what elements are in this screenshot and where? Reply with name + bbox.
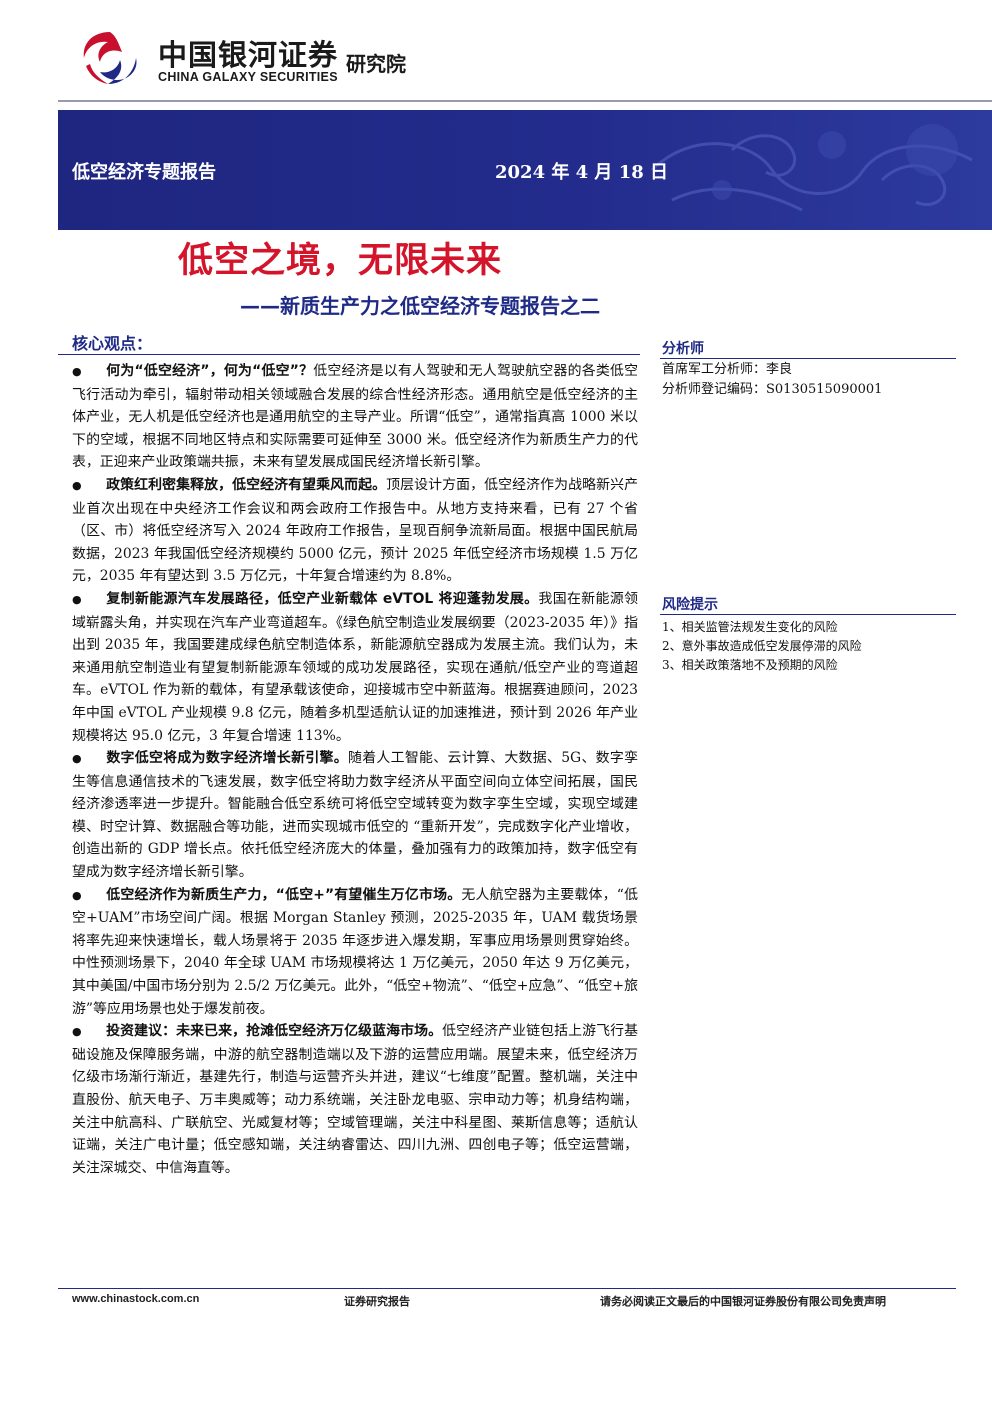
footer-website-link[interactable]: www.chinastock.com.cn [72,1293,200,1305]
risk-item: 2、意外事故造成低空发展停滞的风险 [662,639,862,653]
logo-name-cn: 中国银河证券 [158,38,339,72]
cloud-pattern-icon [650,124,973,212]
banner-top-rule [58,100,992,102]
core-view-heading: 核心观点： [72,334,153,353]
bullet-icon: ● [72,592,82,606]
core-point-text: 无人航空器为主要载体，“低空+UAM”市场空间广阔。根据 Morgan Stan… [72,886,638,1017]
report-subtitle: ——新质生产力之低空经济专题报告之二 [240,294,600,318]
risk-item: 1、相关监管法规发生变化的风险 [662,620,838,634]
core-point: ● 低空经济作为新质生产力，“低空+”有望催生万亿市场。无人航空器为主要载体，“低… [72,884,638,1021]
core-point-text: 随着人工智能、云计算、大数据、5G、数字孪生等信息通信技术的飞速发展，数字低空将… [72,750,638,881]
core-point-lead: 投资建议：未来已来，抢滩低空经济万亿级蓝海市场。 [106,1023,443,1040]
core-view-rule [58,354,640,355]
analyst-heading: 分析师 [662,341,704,357]
core-point-lead: 政策红利密集释放，低空经济有望乘风而起。 [106,476,387,493]
risk-heading: 风险提示 [662,597,718,613]
risk-rule [660,614,956,615]
core-point: ● 投资建议：未来已来，抢滩低空经济万亿级蓝海市场。低空经济产业链包括上游飞行基础… [72,1020,638,1179]
company-logo: 中国银河证券 CHINA GALAXY SECURITIES 研究院 [78,28,438,88]
core-point-text: 低空经济是以有人驾驶和无人驾驶航空器的各类低空飞行活动为牵引，辐射带动相关领域融… [72,363,638,471]
footer-report-label: 证券研究报告 [344,1295,410,1308]
core-point-text: 我国在新能源领域崭露头角，并实现在汽车产业弯道超车。《绿色航空制造业发展纲要（2… [72,590,638,744]
core-point: ● 数字低空将成为数字经济增长新引擎。随着人工智能、云计算、大数据、5G、数字孪生… [72,747,638,884]
risk-item: 3、相关政策落地不及预期的风险 [662,658,838,672]
analyst-license: 分析师登记编码：S0130515090001 [662,382,883,397]
bullet-icon: ● [72,888,82,902]
core-point-lead: 复制新能源汽车发展路径，低空产业新载体 eVTOL 将迎蓬勃发展。 [106,590,539,607]
core-point-lead: 何为“低空经济”，何为“低空”？ [106,363,314,379]
report-main-title: 低空之境，无限未来 [178,241,503,281]
bullet-icon: ● [72,752,82,766]
core-point: ● 何为“低空经济”，何为“低空”？低空经济是以有人驾驶和无人驾驶航空器的各类低空… [72,360,638,474]
core-point: ● 政策红利密集释放，低空经济有望乘风而起。顶层设计方面，低空经济作为战略新兴产业… [72,474,638,588]
report-type-label: 低空经济专题报告 [72,162,216,183]
core-view-body: ● 何为“低空经济”，何为“低空”？低空经济是以有人驾驶和无人驾驶航空器的各类低空… [72,360,638,1179]
report-date: 2024 年 4 月 18 日 [495,162,669,183]
footer-rule [58,1288,956,1289]
analyst-rule [660,358,956,359]
logo-name-en: CHINA GALAXY SECURITIES [158,70,338,84]
analyst-name: 首席军工分析师：李良 [662,362,793,377]
galaxy-swirl-logo-icon [83,32,137,84]
core-point-lead: 数字低空将成为数字经济增长新引擎。 [106,750,348,767]
logo-institute: 研究院 [346,52,406,76]
core-point-text: 顶层设计方面，低空经济作为战略新兴产业首次出现在中央经济工作会议和两会政府工作报… [72,476,638,585]
report-banner: 低空经济专题报告 2024 年 4 月 18 日 [58,110,992,230]
bullet-icon: ● [72,1025,82,1039]
bullet-icon: ● [72,478,82,492]
core-point-text: 低空经济产业链包括上游飞行基础设施及保障服务端，中游的航空器制造端以及下游的运营… [72,1023,638,1176]
footer-disclaimer: 请务必阅读正文最后的中国银河证券股份有限公司免责声明 [600,1295,886,1308]
core-point: ● 复制新能源汽车发展路径，低空产业新载体 eVTOL 将迎蓬勃发展。我国在新能源… [72,588,638,747]
bullet-icon: ● [72,365,82,378]
core-point-lead: 低空经济作为新质生产力，“低空+”有望催生万亿市场。 [106,886,462,903]
